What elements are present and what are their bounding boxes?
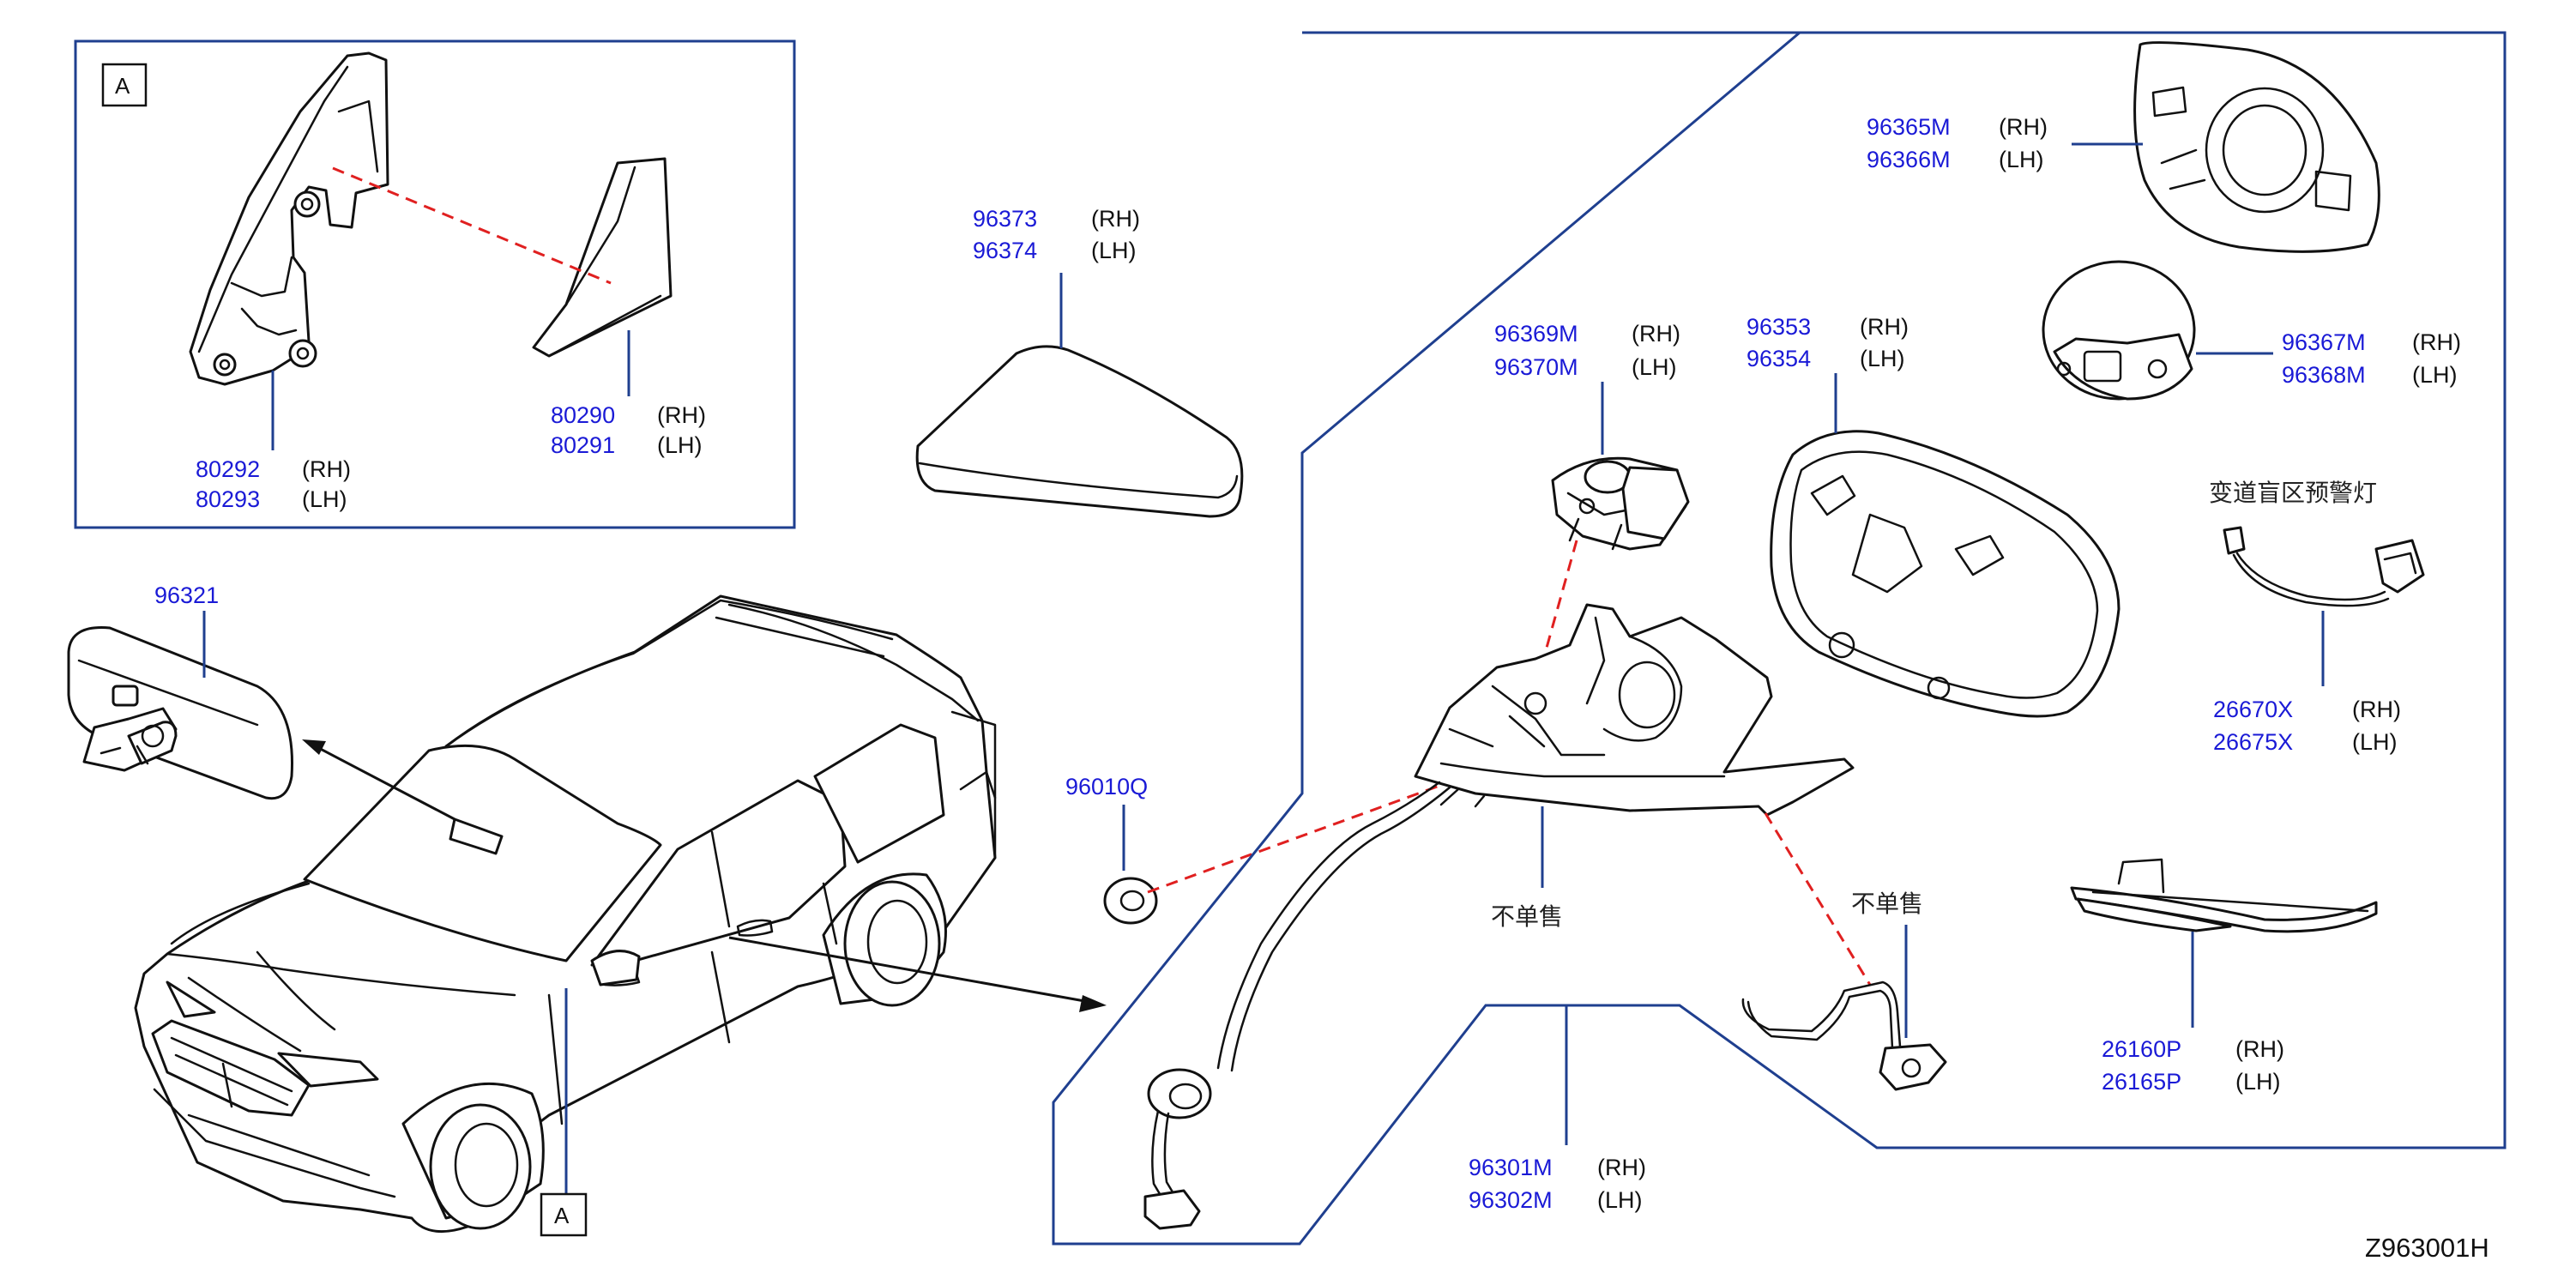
arrow-to-inner-mirror [302, 739, 455, 821]
part-80291-lh: 80291 [551, 432, 615, 458]
part-96369M-rh-side: (RH) [1632, 321, 1680, 347]
mirror-wire-harness [1143, 781, 1451, 1230]
part-26165P-lh: 26165P [2102, 1069, 2181, 1095]
part-96010Q: 96010Q [1065, 774, 1148, 799]
part-96365M-rh: 96365M [1867, 114, 1951, 140]
small-wire-harness [1741, 980, 1947, 1091]
part-96301M-rh: 96301M [1469, 1155, 1553, 1180]
part-80293-lh: 80293 [196, 486, 260, 512]
mirror-housing [1770, 430, 2121, 718]
mirror-glass [2133, 41, 2380, 253]
detail-a-tag-letter: A [115, 73, 130, 99]
inner-rearview-mirror [67, 626, 293, 800]
mirror-triangle-trim [532, 157, 673, 358]
detail-a-frame [74, 39, 796, 529]
mirror-actuator [1551, 456, 1690, 551]
part-96367M-rh-side: (RH) [2412, 329, 2461, 355]
part-96353-rh: 96353 [1746, 314, 1811, 340]
grommet-dash-link [1147, 777, 1459, 894]
part-26675X-lh: 26675X [2213, 729, 2293, 755]
mirror-heater-plate [2042, 260, 2196, 401]
callout-a-box [540, 1192, 588, 1237]
mirror-assembly-frame [1052, 31, 2507, 1246]
part-96373-rh: 96373 [973, 206, 1037, 232]
turn-signal-lamp [2070, 858, 2378, 933]
part-26160P-rh-side: (RH) [2235, 1036, 2284, 1062]
part-80292-rh-side: (RH) [302, 456, 351, 482]
not-sold-separately-label-2: 不单售 [1851, 890, 1923, 918]
part-96370M-lh-side: (LH) [1632, 354, 1677, 380]
part-96353-rh-side: (RH) [1860, 314, 1909, 340]
part-96301M-rh-side: (RH) [1597, 1155, 1646, 1180]
part-96367M-rh: 96367M [2282, 329, 2366, 355]
part-96354-lh: 96354 [1746, 346, 1811, 371]
detail-a-tag-box [101, 63, 148, 107]
blind-spot-warning-lamp [2223, 526, 2425, 607]
part-96366M-lh: 96366M [1867, 147, 1951, 172]
figure-id: Z963001H [2365, 1233, 2489, 1263]
callout-a-letter: A [554, 1203, 570, 1228]
mirror-base-bracket [189, 51, 389, 386]
part-96374-lh: 96374 [973, 238, 1037, 263]
part-26670X-rh: 26670X [2213, 697, 2293, 722]
part-96321: 96321 [154, 582, 219, 608]
mirror-body-assembly [1414, 603, 1855, 817]
part-96369M-rh: 96369M [1494, 321, 1578, 347]
detail-a-dash-link [332, 166, 612, 285]
grommet [1103, 877, 1158, 925]
part-96368M-lh-side: (LH) [2412, 362, 2458, 388]
part-80291-lh-side: (LH) [657, 432, 703, 458]
part-96370M-lh: 96370M [1494, 354, 1578, 380]
part-80290-rh: 80290 [551, 402, 615, 428]
arrow-to-door-mirror [728, 936, 1107, 1012]
not-sold-separately-label-1: 不单售 [1491, 902, 1563, 931]
small-harness-dash-link [1764, 812, 1872, 986]
part-80293-lh-side: (LH) [302, 486, 347, 512]
part-96354-lh-side: (LH) [1860, 346, 1905, 371]
part-96302M-lh-side: (LH) [1597, 1187, 1643, 1213]
part-26670X-rh-side: (RH) [2352, 697, 2401, 722]
mirror-cap [915, 345, 1244, 518]
part-96365M-rh-side: (RH) [1999, 114, 2048, 140]
part-80290-rh-side: (RH) [657, 402, 706, 428]
part-26165P-lh-side: (LH) [2235, 1069, 2281, 1095]
part-96368M-lh: 96368M [2282, 362, 2366, 388]
part-96374-lh-side: (LH) [1091, 238, 1137, 263]
part-26160P-rh: 26160P [2102, 1036, 2181, 1062]
blind-spot-lamp-name: 变道盲区预警灯 [2209, 479, 2377, 507]
vehicle-outline [134, 594, 997, 1234]
part-96366M-lh-side: (LH) [1999, 147, 2044, 172]
part-96373-rh-side: (RH) [1091, 206, 1140, 232]
part-26675X-lh-side: (LH) [2352, 729, 2398, 755]
part-96302M-lh: 96302M [1469, 1187, 1553, 1213]
part-80292-rh: 80292 [196, 456, 260, 482]
